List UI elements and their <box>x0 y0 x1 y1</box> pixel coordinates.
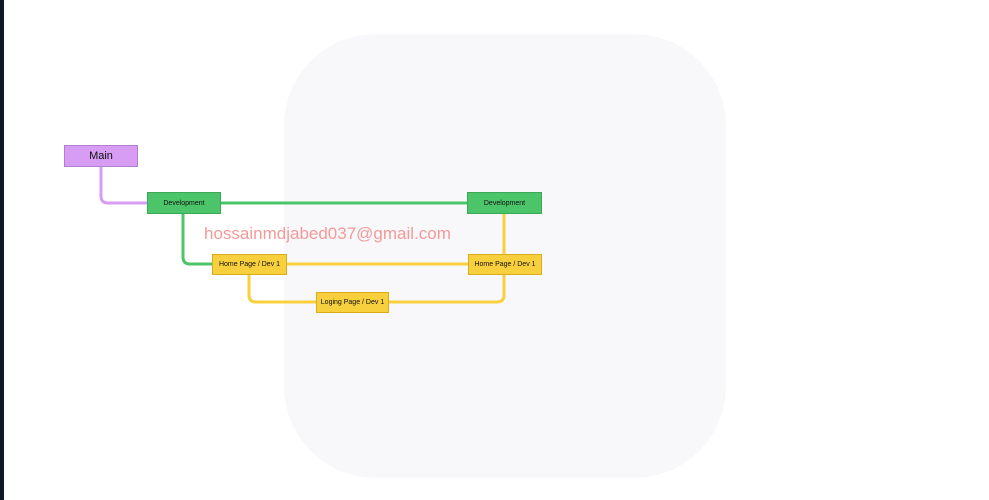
main-node[interactable]: Main <box>64 145 138 167</box>
home-page-node-right-label: Home Page / Dev 1 <box>474 261 536 268</box>
watermark-email: hossainmdjabed037@gmail.com <box>204 224 451 243</box>
home-page-node-right[interactable]: Home Page / Dev 1 <box>468 254 542 275</box>
window-edge <box>0 0 4 500</box>
home-page-node-left-label: Home Page / Dev 1 <box>218 261 281 268</box>
main-to-development-connector <box>99 167 148 205</box>
home-page-node-left[interactable]: Home Page / Dev 1 <box>212 254 287 275</box>
development-node-right[interactable]: Development <box>467 192 542 214</box>
development-node-right-label: Development <box>483 199 526 207</box>
development-to-home-page-connector <box>181 214 213 266</box>
development-node-left[interactable]: Development <box>147 192 221 214</box>
home-page-to-loging-page-connector <box>247 275 317 304</box>
development-node-left-label: Development <box>163 199 205 207</box>
loging-page-to-home-page-connector <box>388 275 506 304</box>
loging-page-node[interactable]: Loging Page / Dev 1 <box>316 292 389 313</box>
main-node-label: Main <box>89 150 113 162</box>
loging-page-node-label: Loging Page / Dev 1 <box>320 299 385 306</box>
